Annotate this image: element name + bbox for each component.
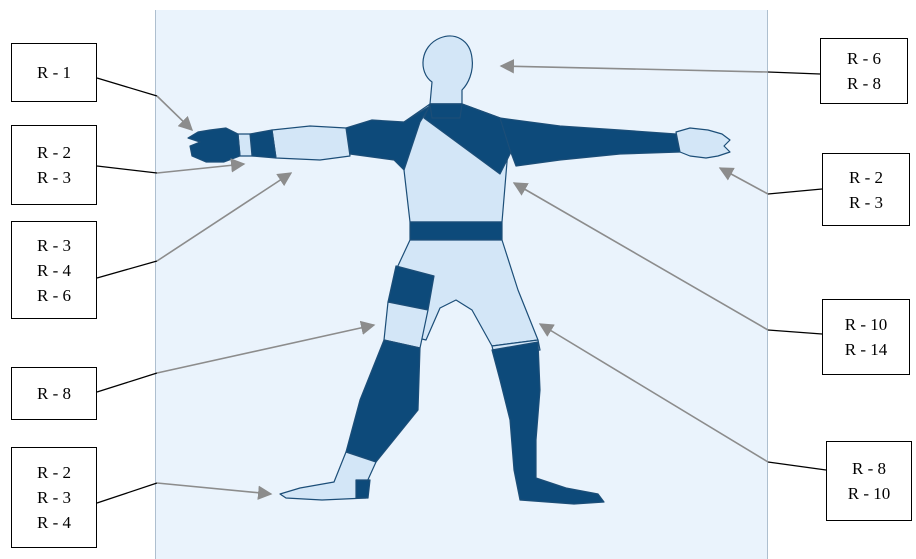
left-forearm-band — [250, 130, 276, 158]
label-text: R - 8 — [852, 456, 886, 481]
label-text: R - 3 — [849, 190, 883, 215]
label-box-left-hand: R - 1 — [11, 43, 97, 102]
label-text: R - 3 — [37, 485, 71, 510]
label-text: R - 2 — [849, 165, 883, 190]
label-text: R - 10 — [848, 481, 891, 506]
callout-head-black — [768, 72, 820, 74]
callout-chest-black — [768, 330, 822, 334]
callout-wrist-black — [97, 166, 157, 173]
left-upper-arm — [272, 126, 350, 160]
label-box-left-knee: R - 8 — [11, 367, 97, 420]
label-text: R - 4 — [37, 258, 71, 283]
label-text: R - 4 — [37, 510, 71, 535]
label-text: R - 3 — [37, 233, 71, 258]
waist-belt — [410, 222, 502, 240]
callout-elbow-black — [97, 261, 157, 278]
callout-thigh-black — [768, 462, 826, 470]
label-box-right-hand: R - 2 R - 3 — [822, 153, 910, 226]
callout-foot-black — [97, 483, 157, 503]
label-text: R - 8 — [847, 71, 881, 96]
left-hand-shape — [188, 128, 240, 162]
callout-r1-black — [97, 78, 157, 96]
label-box-left-wrist: R - 2 R - 3 — [11, 125, 97, 205]
label-text: R - 3 — [37, 165, 71, 190]
label-box-chest: R - 10 R - 14 — [822, 299, 910, 375]
callout-knee-black — [97, 373, 157, 392]
label-text: R - 2 — [37, 140, 71, 165]
callout-rhand-black — [768, 189, 822, 194]
label-text: R - 10 — [845, 312, 888, 337]
neck-band — [430, 104, 462, 118]
label-box-left-foot: R - 2 R - 3 R - 4 — [11, 447, 97, 548]
label-text: R - 6 — [847, 46, 881, 71]
label-box-left-elbow: R - 3 R - 4 R - 6 — [11, 221, 97, 319]
label-text: R - 2 — [37, 460, 71, 485]
label-text: R - 14 — [845, 337, 888, 362]
label-box-right-thigh: R - 8 R - 10 — [826, 441, 912, 521]
label-box-head: R - 6 R - 8 — [820, 38, 908, 104]
left-heel — [356, 480, 370, 498]
label-text: R - 1 — [37, 60, 71, 85]
label-text: R - 8 — [37, 381, 71, 406]
label-text: R - 6 — [37, 283, 71, 308]
